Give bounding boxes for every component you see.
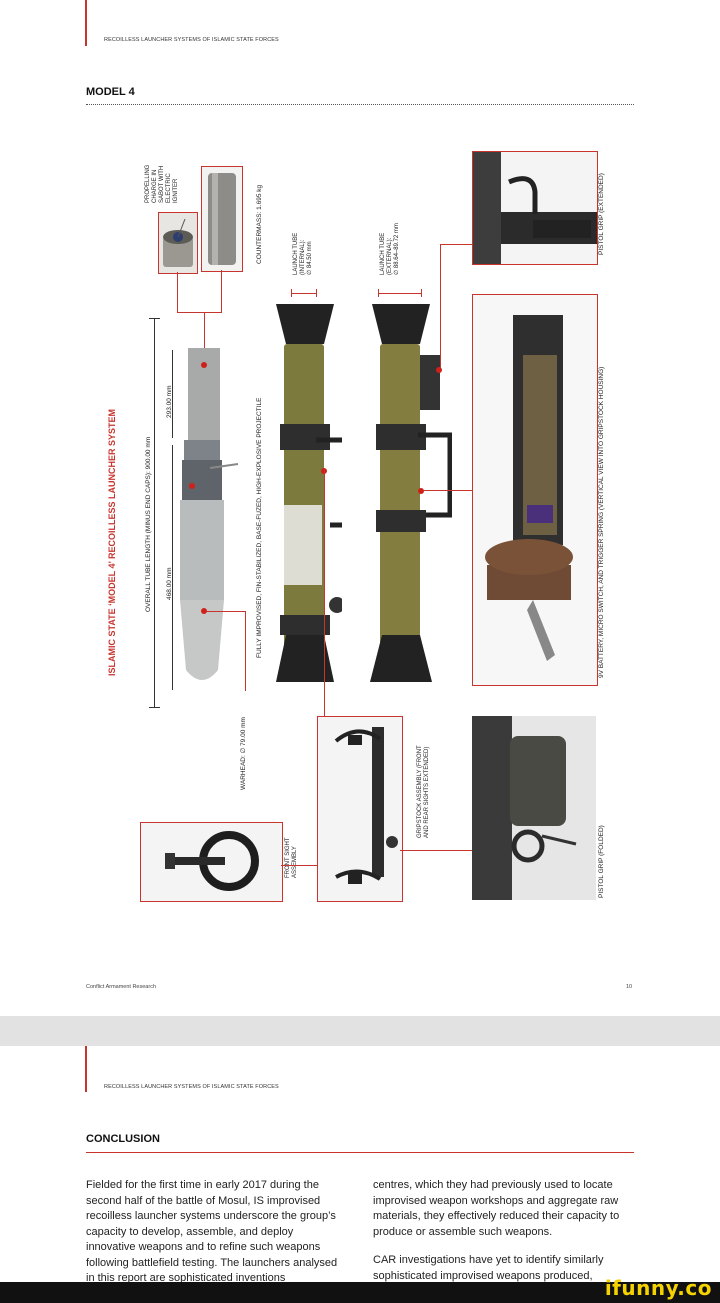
report-page-10: RECOILLESS LAUNCHER SYSTEMS OF ISLAMIC S… — [85, 0, 634, 990]
sabot-icon — [163, 218, 193, 267]
warhead-label: WARHEAD: ∅ 79.00 mm — [240, 717, 247, 790]
footer-page-number: 10 — [626, 984, 633, 990]
report-page-11: RECOILLESS LAUNCHER SYSTEMS OF ISLAMIC S… — [0, 1046, 720, 1303]
battery-label: 9V BATTERY, MICRO SWITCH, AND TRIGGER SP… — [598, 366, 605, 678]
watermark-logo: ifunny.co — [604, 1276, 712, 1300]
paragraph: CAR investigations have yet to identify … — [373, 1254, 604, 1282]
tube-external-dim — [378, 293, 422, 294]
gripstock-housing-photo — [472, 294, 598, 686]
page-separator — [0, 1016, 720, 1046]
front-sight-photo — [140, 822, 283, 902]
warhead-marker — [201, 608, 207, 614]
tube-internal-label: LAUNCH TUBE (INTERNAL): ∅ 84.50 mm — [293, 232, 313, 275]
section-title: MODEL 4 — [86, 86, 135, 98]
pistol-grip-marker — [436, 367, 442, 373]
gripstock-icon — [334, 727, 398, 884]
countermass-label: COUNTERMASS: 1.695 kg — [256, 184, 263, 264]
front-sight-icon — [165, 831, 259, 891]
gripstock-assembly-photo — [317, 716, 403, 902]
section-divider — [86, 104, 634, 105]
pistol-grip-folded-photo — [472, 716, 596, 900]
charge-marker — [201, 362, 207, 368]
figure-title: ISLAMIC STATE ‘MODEL 4’ RECOILLESS LAUNC… — [107, 408, 117, 676]
section-divider — [86, 1152, 634, 1153]
section-title: CONCLUSION — [86, 1133, 160, 1145]
fin-marker — [189, 483, 195, 489]
overall-length-dimension-line — [154, 318, 155, 708]
overall-length-label: OVERALL TUBE LENGTH (MINUS END CAPS): 90… — [145, 436, 152, 612]
watermark-bar — [0, 1282, 720, 1303]
charge-cylinder-icon — [208, 173, 236, 265]
pistol-grip-icon — [473, 152, 597, 264]
propelling-charge-label: PROPELLING CHARGE IN SABOT WITH ELECTRIC… — [145, 164, 179, 203]
paragraph: Fielded for the first time in early 2017… — [86, 1179, 338, 1284]
gripstock-label: GRIPSTOCK ASSEMBLY (FRONT AND REAR SIGHT… — [417, 745, 430, 838]
header-accent-bar — [85, 0, 87, 46]
paragraph: centres, which they had previously used … — [373, 1179, 620, 1238]
front-sight-label: FRONT SIGHT ASSEMBLY — [285, 837, 298, 878]
pistol-grip-extended-photo — [472, 151, 598, 265]
projectile-description: FULLY IMPROVISED, FIN-STABILIZED, BASE-F… — [256, 397, 263, 658]
projectile-image — [180, 348, 239, 680]
battery-marker — [418, 488, 424, 494]
running-head: RECOILLESS LAUNCHER SYSTEMS OF ISLAMIC S… — [104, 37, 279, 43]
launch-tube-side-image — [370, 304, 452, 682]
pistol-grip-folded-label: PISTOL GRIP (FOLDED) — [598, 825, 605, 898]
footer-publisher: Conflict Armament Research — [86, 984, 156, 990]
column-left: Fielded for the first time in early 2017… — [86, 1178, 341, 1300]
pistol-grip-extended-label: PISTOL GRIP (EXTENDED) — [598, 173, 605, 255]
tube-external-label: LAUNCH TUBE (EXTERNAL): ∅ 88.64–89.72 mm — [380, 223, 400, 275]
column-right: centres, which they had previously used … — [373, 1178, 628, 1297]
tube-internal-dim — [291, 293, 317, 294]
running-head: RECOILLESS LAUNCHER SYSTEMS OF ISLAMIC S… — [104, 1084, 279, 1090]
header-accent-bar — [85, 1046, 87, 1092]
housing-icon — [485, 315, 573, 661]
folded-grip-icon — [472, 716, 577, 900]
propelling-charge-photo — [201, 166, 243, 272]
dimension-293-line — [172, 350, 173, 438]
sabot-igniter-photo — [158, 212, 198, 274]
dimension-468-line — [172, 445, 173, 690]
launch-tube-front-image — [276, 304, 342, 682]
